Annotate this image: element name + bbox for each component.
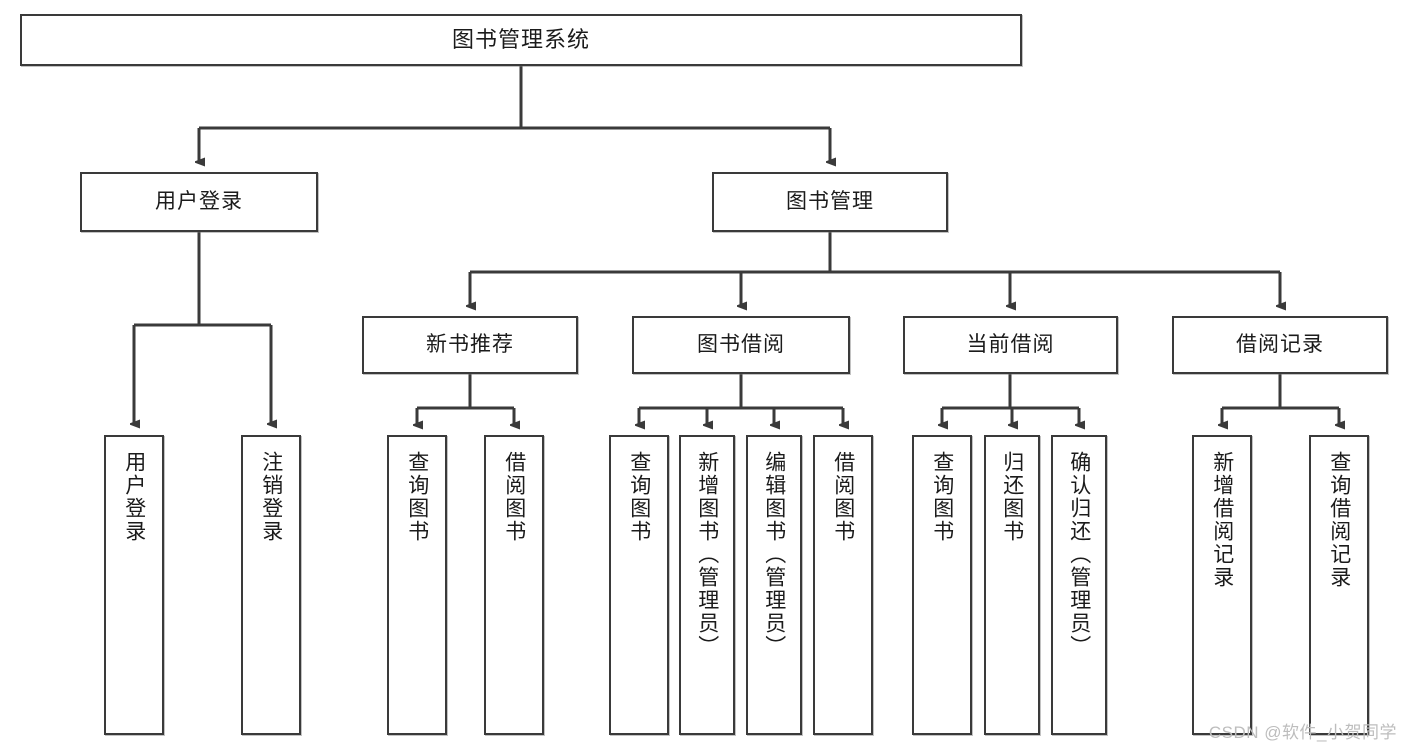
leaf-query-borrow-record[interactable]: 查询借阅记录 [1309,435,1369,735]
node-current-borrow[interactable]: 当前借阅 [903,316,1118,374]
leaf-edit-book-admin[interactable]: 编辑图书（管理员） [746,435,802,735]
leaf-add-book-admin[interactable]: 新增图书（管理员） [679,435,735,735]
node-label: 图书借阅 [697,333,785,357]
leaf-user-login[interactable]: 用户登录 [104,435,164,735]
leaf-query-book-current[interactable]: 查询图书 [912,435,972,735]
node-user-login[interactable]: 用户登录 [80,172,318,232]
node-label: 查询图书 [627,451,651,543]
node-label: 查询图书 [930,451,954,543]
edge-group-root [199,66,830,162]
node-label: 用户登录 [122,451,146,543]
node-label: 确认归还（管理员） [1067,451,1091,658]
leaf-borrow-book[interactable]: 借阅图书 [813,435,873,735]
edge-group-borrow-record [1222,374,1339,425]
node-label: 借阅图书 [502,451,526,543]
node-label: 归还图书 [1000,451,1024,543]
node-label: 图书管理系统 [451,26,590,52]
node-label: 图书管理 [786,190,874,214]
leaf-logout[interactable]: 注销登录 [241,435,301,735]
node-label: 编辑图书（管理员） [762,451,786,658]
node-borrow-record[interactable]: 借阅记录 [1172,316,1388,374]
leaf-borrow-book-recommend[interactable]: 借阅图书 [484,435,544,735]
leaf-query-book-borrow[interactable]: 查询图书 [609,435,669,735]
node-label: 查询借阅记录 [1327,451,1351,589]
leaf-return-book[interactable]: 归还图书 [984,435,1040,735]
edge-group-new-book-recommend [417,374,514,425]
leaf-confirm-return-admin[interactable]: 确认归还（管理员） [1051,435,1107,735]
node-label: 新增图书（管理员） [695,451,719,658]
node-book-management[interactable]: 图书管理 [712,172,948,232]
node-label: 借阅图书 [831,451,855,543]
node-label: 用户登录 [155,190,243,214]
edge-group-book-borrow [639,374,843,425]
node-book-borrow[interactable]: 图书借阅 [632,316,850,374]
node-label: 新增借阅记录 [1210,451,1234,589]
node-label: 新书推荐 [426,333,514,357]
node-label: 注销登录 [259,451,283,543]
edge-group-current-borrow [942,374,1079,425]
node-root-book-management-system[interactable]: 图书管理系统 [20,14,1022,66]
edge-group-user-login [134,232,271,424]
node-label: 当前借阅 [966,333,1055,357]
node-label: 查询图书 [405,451,429,543]
edge-group-book-manage [470,232,1280,306]
node-label: 借阅记录 [1236,333,1324,357]
leaf-add-borrow-record[interactable]: 新增借阅记录 [1192,435,1252,735]
leaf-query-book-recommend[interactable]: 查询图书 [387,435,447,735]
node-new-book-recommend[interactable]: 新书推荐 [362,316,578,374]
